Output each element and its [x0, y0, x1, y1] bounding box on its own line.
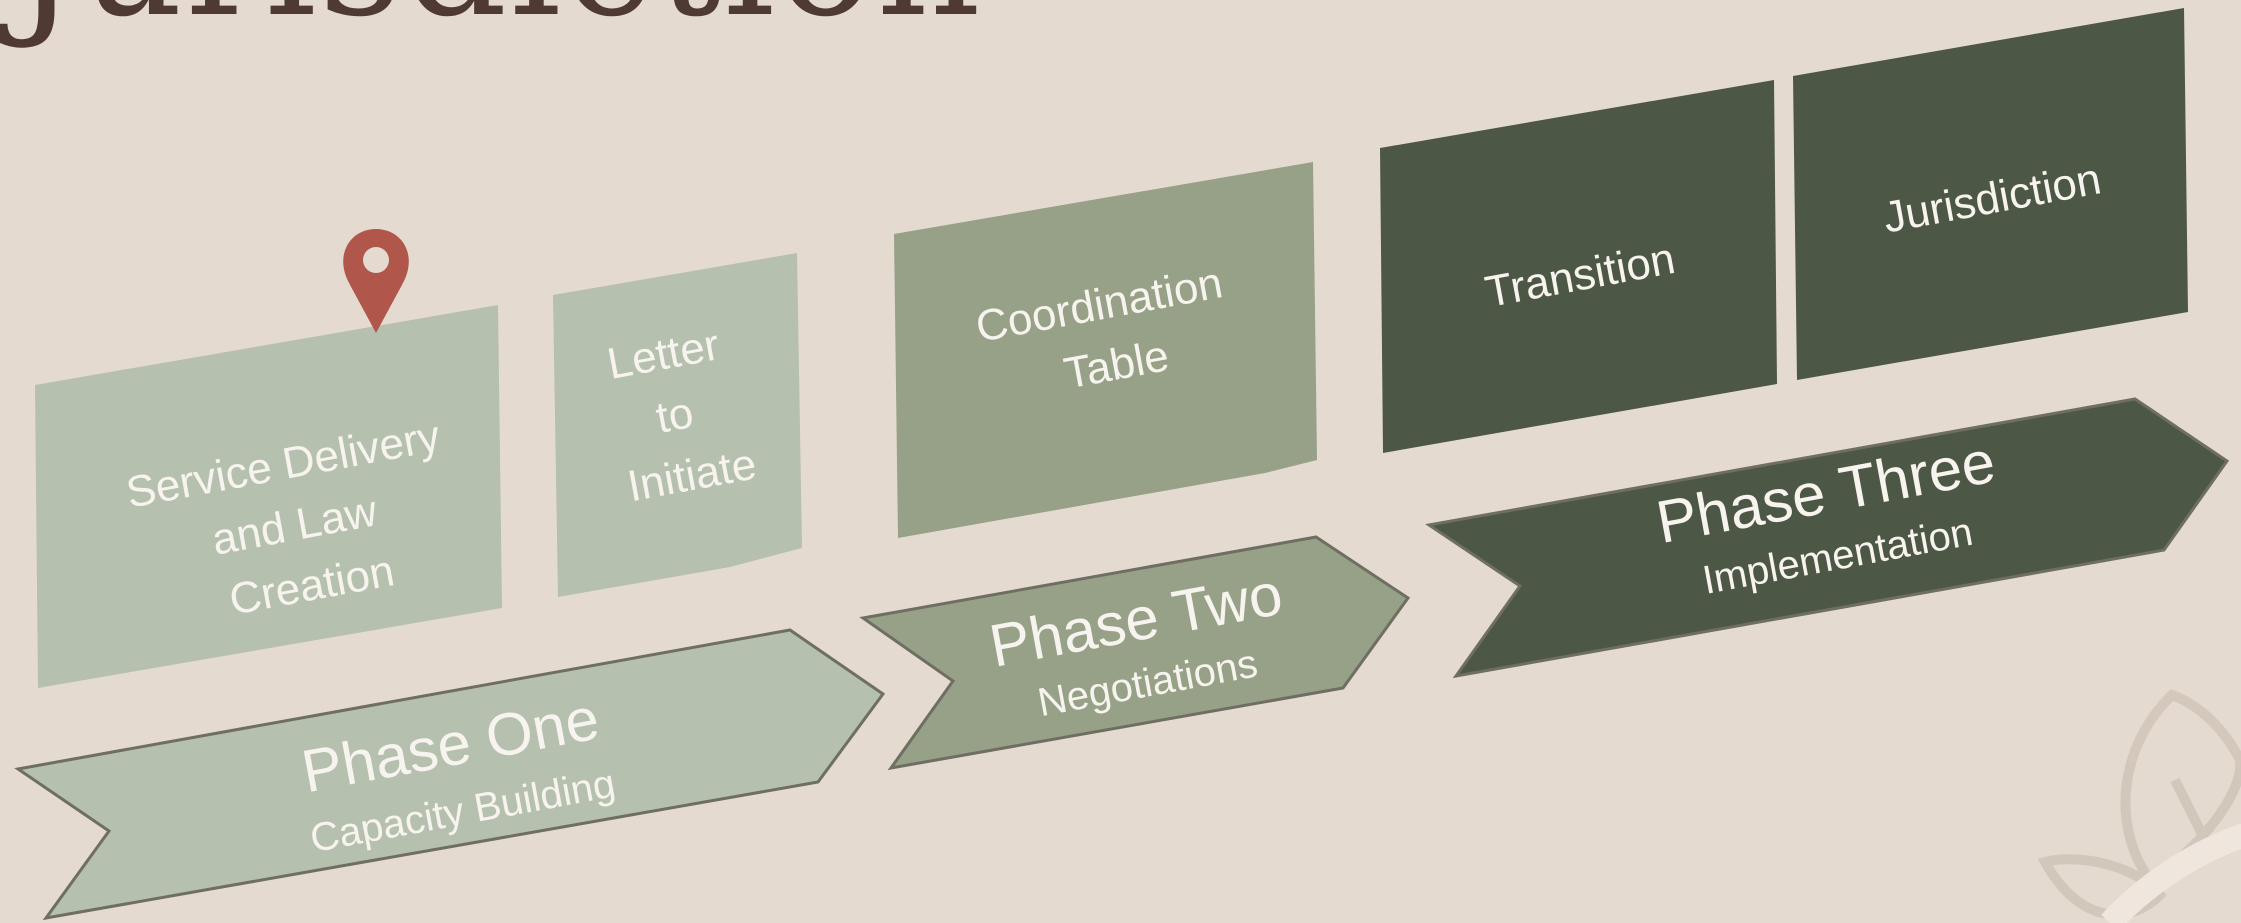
- phase-two-arrow: [859, 535, 1411, 771]
- step-label-letter: Letter to Initiate: [601, 318, 760, 512]
- map-pin-icon: [343, 229, 409, 333]
- step-box-coordination: [894, 162, 1317, 538]
- step-box-jurisdiction: [1793, 8, 2188, 380]
- phase-three-arrow: [1425, 397, 2230, 679]
- page-title: Jurisdiction: [12, 0, 983, 40]
- step-label-line: to: [652, 388, 697, 443]
- step-box-transition: [1380, 80, 1777, 453]
- phase-one-arrow: [14, 628, 886, 921]
- leaf-icon: [2037, 689, 2241, 923]
- step-box-service-delivery: [35, 305, 502, 688]
- step-box-letter: [553, 253, 802, 597]
